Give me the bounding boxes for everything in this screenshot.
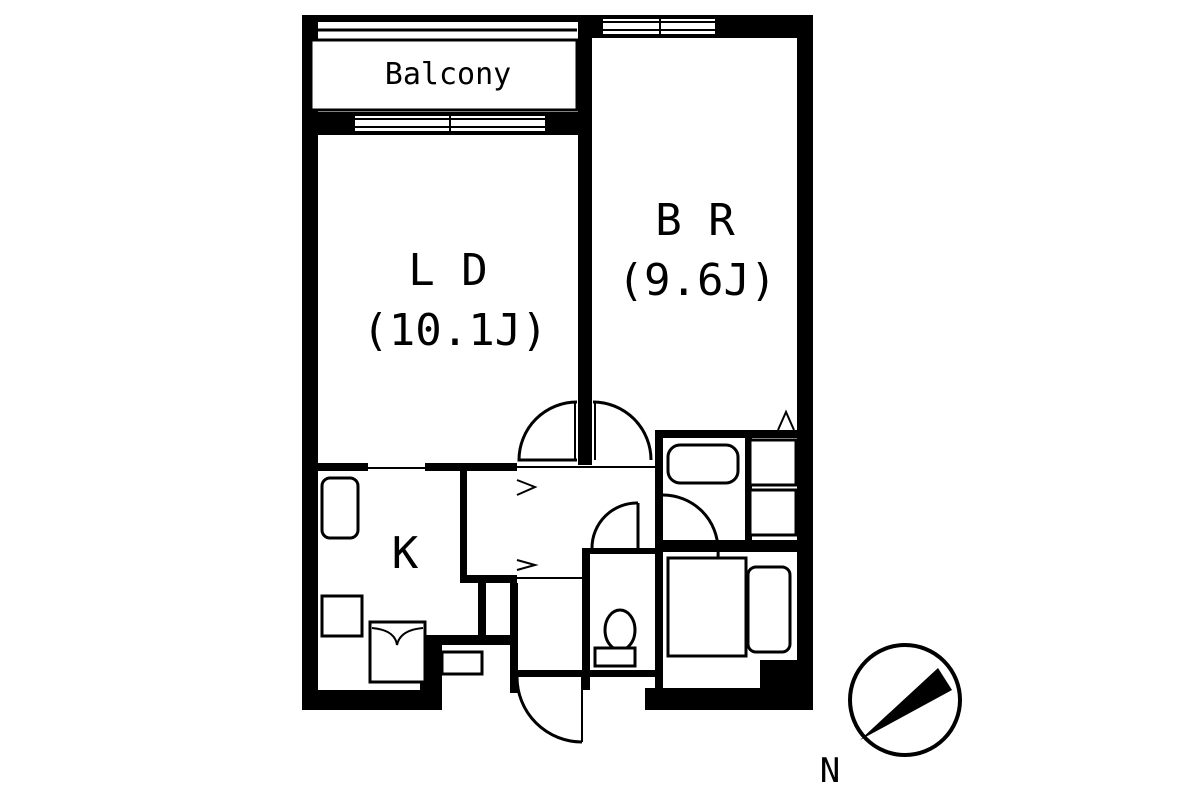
outer-walls xyxy=(302,15,813,710)
bathtub-icon xyxy=(746,565,792,654)
sink-icon xyxy=(320,476,360,540)
partition-wall xyxy=(578,22,592,465)
living-dining-label: L D xyxy=(408,245,487,296)
compass: N xyxy=(820,643,962,791)
balcony: Balcony xyxy=(309,28,579,112)
bedroom-window xyxy=(603,19,715,34)
north-label: N xyxy=(820,751,840,791)
bedroom-area: (9.6J) xyxy=(618,255,777,306)
balcony-label: Balcony xyxy=(385,57,511,92)
fixtures xyxy=(320,438,798,684)
bedroom-label: B R xyxy=(655,195,735,246)
living-dining-area: (10.1J) xyxy=(362,305,547,356)
washbasin-icon xyxy=(666,443,740,485)
doors xyxy=(515,400,795,744)
kitchen-label: K xyxy=(392,528,419,579)
living-window xyxy=(302,112,592,135)
stove-icon xyxy=(320,594,364,638)
toilet-icon xyxy=(603,608,637,652)
